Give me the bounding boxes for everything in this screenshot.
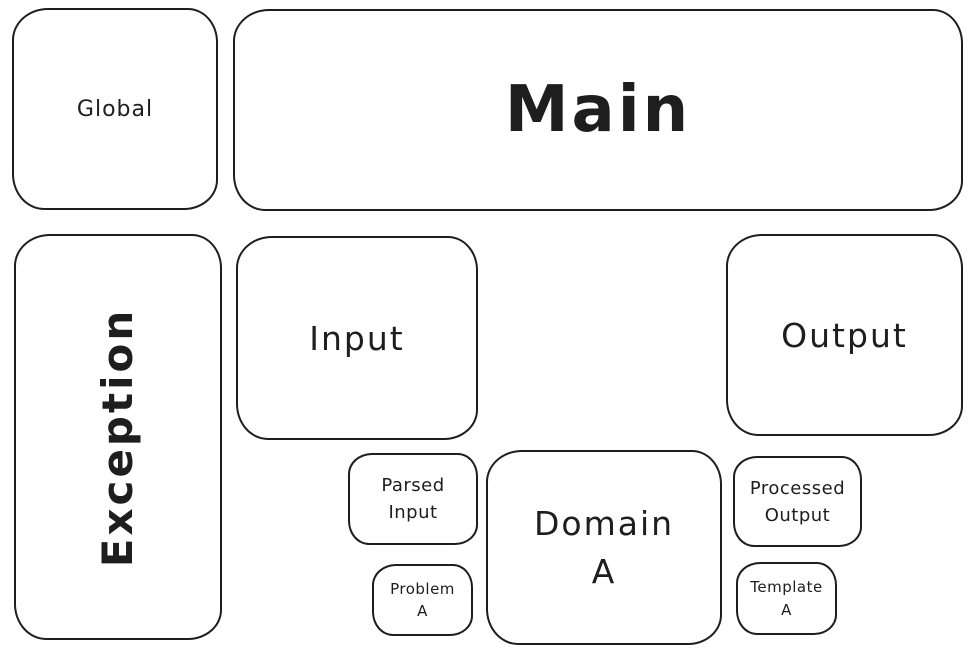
output-box-label: Output [781, 315, 908, 355]
problem-a-box[interactable]: Problem A [372, 564, 473, 636]
processed-output-box[interactable]: Processed Output [733, 456, 862, 547]
domain-a-box-label: Domain A [533, 503, 675, 591]
template-a-box[interactable]: Template A [736, 562, 837, 635]
input-box-label: Input [309, 318, 405, 358]
exception-box[interactable]: Exception [14, 234, 222, 640]
exception-box-label: Exception [93, 307, 143, 567]
domain-a-box[interactable]: Domain A [486, 450, 722, 645]
output-box[interactable]: Output [726, 234, 963, 436]
processed-output-box-label: Processed Output [749, 477, 846, 526]
global-box[interactable]: Global [12, 8, 218, 210]
parsed-input-box[interactable]: Parsed Input [348, 453, 478, 545]
template-a-box-label: Template A [750, 578, 823, 619]
problem-a-box-label: Problem A [390, 579, 455, 621]
parsed-input-box-label: Parsed Input [381, 475, 445, 523]
main-box[interactable]: Main [233, 9, 963, 211]
input-box[interactable]: Input [236, 236, 478, 440]
main-box-label: Main [504, 73, 692, 147]
global-box-label: Global [76, 96, 154, 122]
